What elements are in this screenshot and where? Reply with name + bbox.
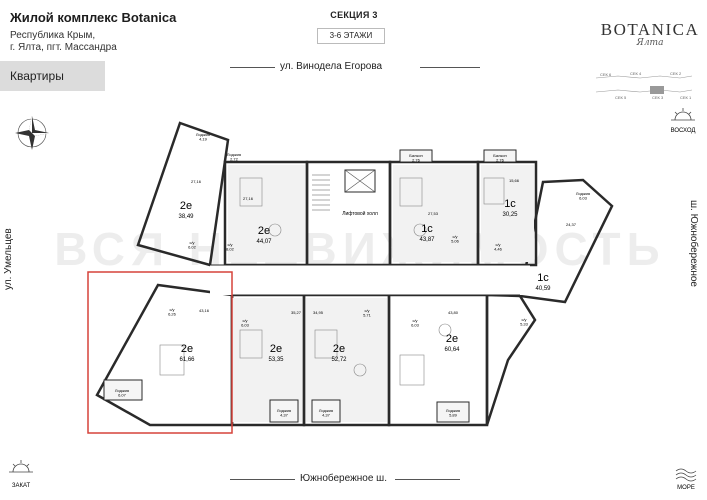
apt-5-area: 40,59	[535, 286, 551, 292]
apt-1-area: 38,49	[178, 214, 194, 220]
street-bottom: Южнобережное ш.	[300, 473, 387, 484]
apt-2-room: 27,16	[243, 196, 254, 201]
lift-hall-label: Лифтовой холл	[342, 210, 378, 217]
apt-5-room: 24,37	[566, 222, 577, 227]
apt-2-type[interactable]: 2е	[258, 225, 270, 237]
apt-8-room: 34,95	[313, 310, 324, 315]
mini-sec-5: СЕК 5	[615, 95, 627, 100]
brand-logo: BOTANICA Ялта	[600, 20, 700, 48]
address-line-1: Республика Крым,	[10, 30, 96, 41]
logo-main-text: BOTANICA	[600, 20, 700, 39]
mini-sec-6: СЕК 6	[600, 72, 612, 77]
street-top: ул. Винодела Егорова	[280, 61, 383, 72]
compass-icon	[15, 116, 49, 150]
apt-1-type[interactable]: 2е	[180, 200, 192, 212]
mini-section-map	[595, 75, 693, 94]
apt-7-room: 35,27	[291, 310, 302, 315]
apt-8-area: 52,72	[331, 357, 347, 363]
street-line-top-right	[420, 67, 480, 68]
apt-9-type[interactable]: 2е	[446, 333, 458, 345]
complex-title: Жилой комплекс Botanica	[10, 10, 177, 25]
sunrise-label: ВОСХОД	[671, 128, 696, 134]
street-line-bottom-left	[230, 479, 295, 480]
apt-3-area: 43,87	[419, 237, 435, 243]
apt-4-type[interactable]: 1с	[504, 198, 516, 210]
mini-sec-1: СЕК 1	[680, 95, 692, 100]
apt-6-type[interactable]: 2е	[181, 343, 193, 355]
apt-4-room: 15,66	[509, 178, 520, 183]
address-line-2: г. Ялта, пгт. Массандра	[10, 42, 117, 53]
sunset-label: ЗАКАТ	[12, 483, 31, 489]
sunset-icon	[9, 460, 33, 473]
furniture-icons	[159, 177, 505, 386]
apt-3-type[interactable]: 1с	[421, 223, 433, 235]
staircase-icon	[312, 174, 330, 211]
sunrise-icon	[671, 108, 695, 121]
mini-sec-4: СЕК 4	[630, 71, 642, 76]
sea-label: МОРЕ	[677, 485, 695, 491]
logo-sub-text: Ялта	[636, 38, 664, 48]
apt-1-room: 27,16	[191, 179, 202, 184]
street-line-top-left	[230, 67, 275, 68]
mini-sec-2: СЕК 2	[670, 71, 682, 76]
apt-5-type[interactable]: 1с	[537, 272, 549, 284]
mini-sec-3: СЕК 3	[652, 95, 664, 100]
section-label: СЕКЦИЯ 3	[330, 10, 378, 20]
apt-7-type[interactable]: 2е	[270, 343, 282, 355]
apt-6-room: 43,16	[199, 308, 210, 313]
apt-6-area: 61,66	[179, 357, 195, 363]
apt-4-area: 30,25	[502, 212, 518, 218]
street-line-bottom-right	[395, 479, 460, 480]
apt-2-area: 44,07	[256, 239, 272, 245]
tab-apartments[interactable]: Квартиры	[0, 61, 105, 91]
sea-icon	[675, 468, 697, 482]
apt-7-area: 53,35	[268, 357, 284, 363]
apt-8-type[interactable]: 2е	[333, 343, 345, 355]
apt-3-room: 27,53	[428, 211, 439, 216]
floors-label: 3-6 ЭТАЖИ	[317, 28, 385, 44]
apt-9-area: 60,64	[444, 347, 460, 353]
elevator-icon	[344, 169, 376, 193]
apt-9-room: 43,80	[448, 310, 459, 315]
selected-apartment-highlight	[87, 271, 233, 434]
